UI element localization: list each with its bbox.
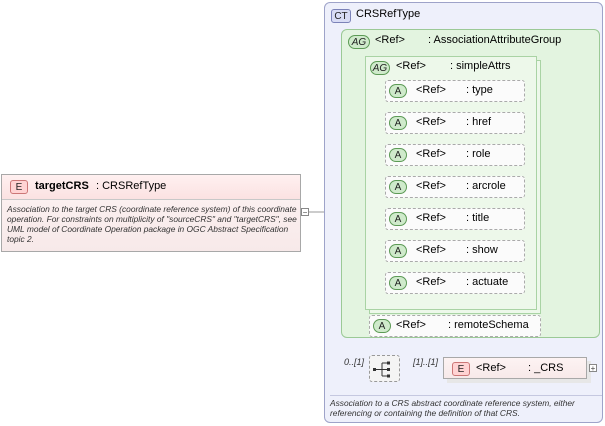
attribute-badge: A	[389, 148, 407, 162]
attribute-badge: A	[389, 116, 407, 130]
attribute-badge: A	[389, 212, 407, 226]
complex-type-name: CRSRefType	[356, 8, 421, 20]
crs-element[interactable]: E <Ref> : _CRS	[443, 357, 587, 379]
simple-attrs-badge: AG	[370, 61, 390, 75]
attribute-badge: A	[389, 180, 407, 194]
attribute-group-badge: AG	[348, 35, 370, 49]
simple-attrs-ref: <Ref>	[396, 60, 426, 72]
attribute-type[interactable]: A <Ref> : type	[385, 80, 525, 102]
attribute-title[interactable]: A <Ref> : title	[385, 208, 525, 230]
sequence-compositor[interactable]	[369, 355, 400, 382]
attribute-ref: <Ref>	[416, 212, 446, 224]
attribute-href[interactable]: A <Ref> : href	[385, 112, 525, 134]
expand-toggle[interactable]: +	[589, 364, 597, 373]
attribute-arcrole[interactable]: A <Ref> : arcrole	[385, 176, 525, 198]
attribute-actuate[interactable]: A <Ref> : actuate	[385, 272, 525, 294]
attribute-badge: A	[389, 84, 407, 98]
attribute-ref: <Ref>	[416, 276, 446, 288]
expand-toggle[interactable]: −	[301, 208, 309, 217]
attribute-name: : title	[466, 212, 490, 224]
attribute-show[interactable]: A <Ref> : show	[385, 240, 525, 262]
attribute-ref: <Ref>	[416, 116, 446, 128]
attribute-name: : remoteSchema	[448, 319, 529, 331]
complex-type-description: Association to a CRS abstract coordinate…	[330, 395, 602, 418]
element-badge: E	[10, 180, 28, 194]
attribute-name: : href	[466, 116, 492, 128]
attribute-ref: <Ref>	[416, 84, 446, 96]
sequence-cardinality: 0..[1]	[344, 357, 365, 367]
attribute-role[interactable]: A <Ref> : role	[385, 144, 525, 166]
attribute-name: : role	[466, 148, 491, 160]
complex-type-badge: CT	[331, 9, 351, 23]
target-crs-header: E targetCRS : CRSRefType	[2, 175, 300, 200]
crs-element-ref: <Ref>	[476, 362, 506, 374]
crs-cardinality: [1]..[1]	[413, 357, 439, 367]
attribute-ref: <Ref>	[396, 319, 426, 331]
attribute-name: : actuate	[466, 276, 509, 288]
target-crs-element[interactable]: E targetCRS : CRSRefType Association to …	[1, 174, 301, 252]
attribute-remote-schema[interactable]: A <Ref> : remoteSchema	[369, 315, 541, 337]
crs-element-name: : _CRS	[528, 362, 564, 374]
attribute-ref: <Ref>	[416, 180, 446, 192]
element-badge: E	[452, 362, 470, 376]
simple-attrs-name: : simpleAttrs	[450, 60, 511, 72]
attribute-ref: <Ref>	[416, 148, 446, 160]
target-crs-name: targetCRS	[35, 180, 89, 192]
attribute-name: : type	[466, 84, 493, 96]
sequence-icon	[373, 361, 390, 378]
attribute-badge: A	[373, 319, 391, 333]
attribute-badge: A	[389, 244, 407, 258]
target-crs-type: : CRSRefType	[96, 180, 167, 192]
attribute-group-name: : AssociationAttributeGroup	[428, 34, 562, 46]
attribute-badge: A	[389, 276, 407, 290]
attribute-name: : show	[466, 244, 498, 256]
target-crs-description: Association to the target CRS (coordinat…	[7, 204, 297, 244]
attribute-group-ref: <Ref>	[375, 34, 405, 46]
attribute-name: : arcrole	[466, 180, 506, 192]
attribute-ref: <Ref>	[416, 244, 446, 256]
